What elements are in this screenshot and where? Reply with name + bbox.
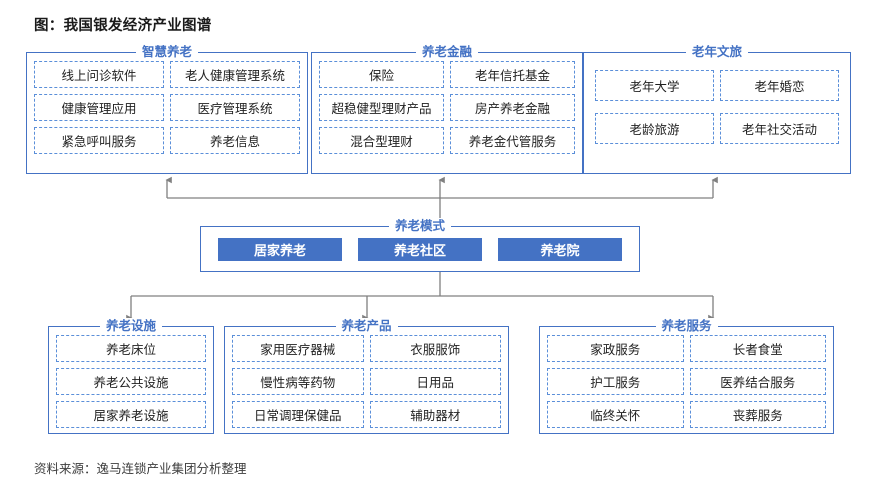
group-item[interactable]: 房产养老金融 xyxy=(450,94,575,121)
group-item[interactable]: 医疗管理系统 xyxy=(170,94,300,121)
group-item[interactable]: 丧葬服务 xyxy=(689,401,826,428)
group-item[interactable]: 长者食堂 xyxy=(689,335,826,362)
group-items: 线上问诊软件 老人健康管理系统 健康管理应用 医疗管理系统 紧急呼叫服务 养老信… xyxy=(26,52,308,174)
group-item[interactable]: 养老公共设施 xyxy=(56,368,206,395)
group-items: 老年大学 老年婚恋 老龄旅游 老年社交活动 xyxy=(583,52,851,174)
source-note: 资料来源：逸马连锁产业集团分析整理 xyxy=(34,462,247,476)
group-item[interactable]: 老年信托基金 xyxy=(450,61,575,88)
group-elderly-culture-tourism: 老年文旅 老年大学 老年婚恋 老龄旅游 老年社交活动 xyxy=(583,44,852,174)
group-item[interactable]: 老龄旅游 xyxy=(595,113,714,144)
group-elderly-finance: 养老金融 保险 老年信托基金 超稳健型理财产品 房产养老金融 混合型理财 养老金… xyxy=(311,44,584,174)
group-item[interactable]: 护工服务 xyxy=(547,368,684,395)
group-items: 养老床位 养老公共设施 居家养老设施 xyxy=(48,326,214,434)
group-item[interactable]: 医养结合服务 xyxy=(689,368,826,395)
group-items: 家政服务 长者食堂 护工服务 医养结合服务 临终关怀 丧葬服务 xyxy=(539,326,834,434)
mode-chip[interactable]: 养老社区 xyxy=(358,237,482,261)
group-item[interactable]: 养老床位 xyxy=(56,335,206,362)
group-item[interactable]: 老年社交活动 xyxy=(720,113,839,144)
page-title: 图：我国银发经济产业图谱 xyxy=(34,18,212,34)
group-item[interactable]: 日用品 xyxy=(369,368,501,395)
group-item[interactable]: 老年大学 xyxy=(595,70,714,101)
group-item[interactable]: 混合型理财 xyxy=(319,127,444,154)
group-item[interactable]: 慢性病等药物 xyxy=(232,368,364,395)
group-smart-elderly-care: 智慧养老 线上问诊软件 老人健康管理系统 健康管理应用 医疗管理系统 紧急呼叫服… xyxy=(26,44,309,174)
group-item[interactable]: 线上问诊软件 xyxy=(34,61,164,88)
group-item[interactable]: 保险 xyxy=(319,61,444,88)
group-elderly-products: 养老产品 家用医疗器械 衣服服饰 慢性病等药物 日用品 日常调理保健品 辅助器材 xyxy=(224,318,510,434)
group-item[interactable]: 紧急呼叫服务 xyxy=(34,127,164,154)
group-elderly-care-models: 养老模式 居家养老 养老社区 养老院 xyxy=(200,218,641,272)
group-item[interactable]: 超稳健型理财产品 xyxy=(319,94,444,121)
group-elderly-services: 养老服务 家政服务 长者食堂 护工服务 医养结合服务 临终关怀 丧葬服务 xyxy=(539,318,835,434)
group-item[interactable]: 家政服务 xyxy=(547,335,684,362)
group-item[interactable]: 健康管理应用 xyxy=(34,94,164,121)
group-item[interactable]: 辅助器材 xyxy=(369,401,501,428)
mode-chip-row: 居家养老 养老社区 养老院 xyxy=(200,226,640,272)
group-items: 家用医疗器械 衣服服饰 慢性病等药物 日用品 日常调理保健品 辅助器材 xyxy=(224,326,509,434)
group-items: 保险 老年信托基金 超稳健型理财产品 房产养老金融 混合型理财 养老金代管服务 xyxy=(311,52,583,174)
group-item[interactable]: 衣服服饰 xyxy=(369,335,501,362)
group-item[interactable]: 养老金代管服务 xyxy=(450,127,575,154)
group-item[interactable]: 居家养老设施 xyxy=(56,401,206,428)
group-item[interactable]: 日常调理保健品 xyxy=(232,401,364,428)
group-item[interactable]: 养老信息 xyxy=(170,127,300,154)
group-elderly-facilities: 养老设施 养老床位 养老公共设施 居家养老设施 xyxy=(48,318,215,434)
group-item[interactable]: 老人健康管理系统 xyxy=(170,61,300,88)
group-item[interactable]: 临终关怀 xyxy=(547,401,684,428)
group-item[interactable]: 家用医疗器械 xyxy=(232,335,364,362)
mode-chip[interactable]: 居家养老 xyxy=(218,237,342,261)
mode-chip[interactable]: 养老院 xyxy=(498,237,622,261)
group-item[interactable]: 老年婚恋 xyxy=(720,70,839,101)
